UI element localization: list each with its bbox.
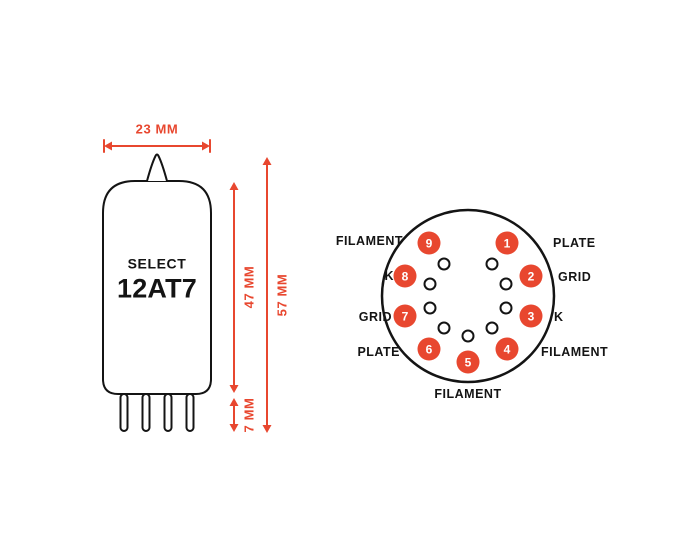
- pin-badge-9: 9: [417, 231, 441, 255]
- tube-pin: [141, 393, 151, 432]
- dim-pin-length-label: 7 MM: [241, 397, 257, 433]
- pin-hole-9: [437, 257, 451, 271]
- tube-model-text: 12AT7: [116, 273, 198, 304]
- pin-badge-6: 6: [417, 337, 441, 361]
- dim-pin-length-arrow: [229, 398, 239, 432]
- pin-hole-3: [499, 301, 513, 315]
- pin-badge-8: 8: [393, 264, 417, 288]
- tube-exhaust-tip-icon: [146, 153, 168, 182]
- dim-total-height-label: 57 MM: [274, 273, 290, 317]
- pin-label-5: FILAMENT: [434, 387, 502, 401]
- tube-pin: [185, 393, 195, 432]
- pin-badge-1: 1: [495, 231, 519, 255]
- pin-hole-5: [461, 329, 475, 343]
- tube-brand-text: SELECT: [127, 255, 187, 272]
- tube-pin: [163, 393, 173, 432]
- pin-badge-3: 3: [519, 304, 543, 328]
- pin-label-2: GRID: [558, 270, 592, 284]
- pin-hole-2: [499, 277, 513, 291]
- tube-pin: [119, 393, 129, 432]
- pin-badge-5: 5: [456, 350, 480, 374]
- pin-badge-2: 2: [519, 264, 543, 288]
- pin-label-4: FILAMENT: [541, 345, 609, 359]
- dim-body-height-label: 47 MM: [241, 265, 257, 309]
- dim-body-height-arrow: [229, 182, 239, 393]
- pin-label-3: K: [554, 310, 564, 324]
- tube-label: SELECT 12AT7: [117, 256, 197, 305]
- pin-label-9: FILAMENT: [335, 234, 403, 248]
- pin-label-6: PLATE: [357, 345, 400, 359]
- pin-hole-7: [423, 301, 437, 315]
- tube-body-outline: [102, 180, 212, 395]
- pin-badge-7: 7: [393, 304, 417, 328]
- pin-hole-6: [437, 321, 451, 335]
- dim-width-label: 23 MM: [135, 121, 179, 137]
- pin-label-7: GRID: [358, 310, 392, 324]
- dim-total-height-arrow: [262, 157, 272, 433]
- pin-label-1: PLATE: [553, 236, 596, 250]
- pin-hole-8: [423, 277, 437, 291]
- pin-hole-4: [485, 321, 499, 335]
- pin-label-8: K: [384, 269, 394, 283]
- pin-badge-4: 4: [495, 337, 519, 361]
- pin-hole-1: [485, 257, 499, 271]
- dim-width-arrow: [103, 139, 211, 153]
